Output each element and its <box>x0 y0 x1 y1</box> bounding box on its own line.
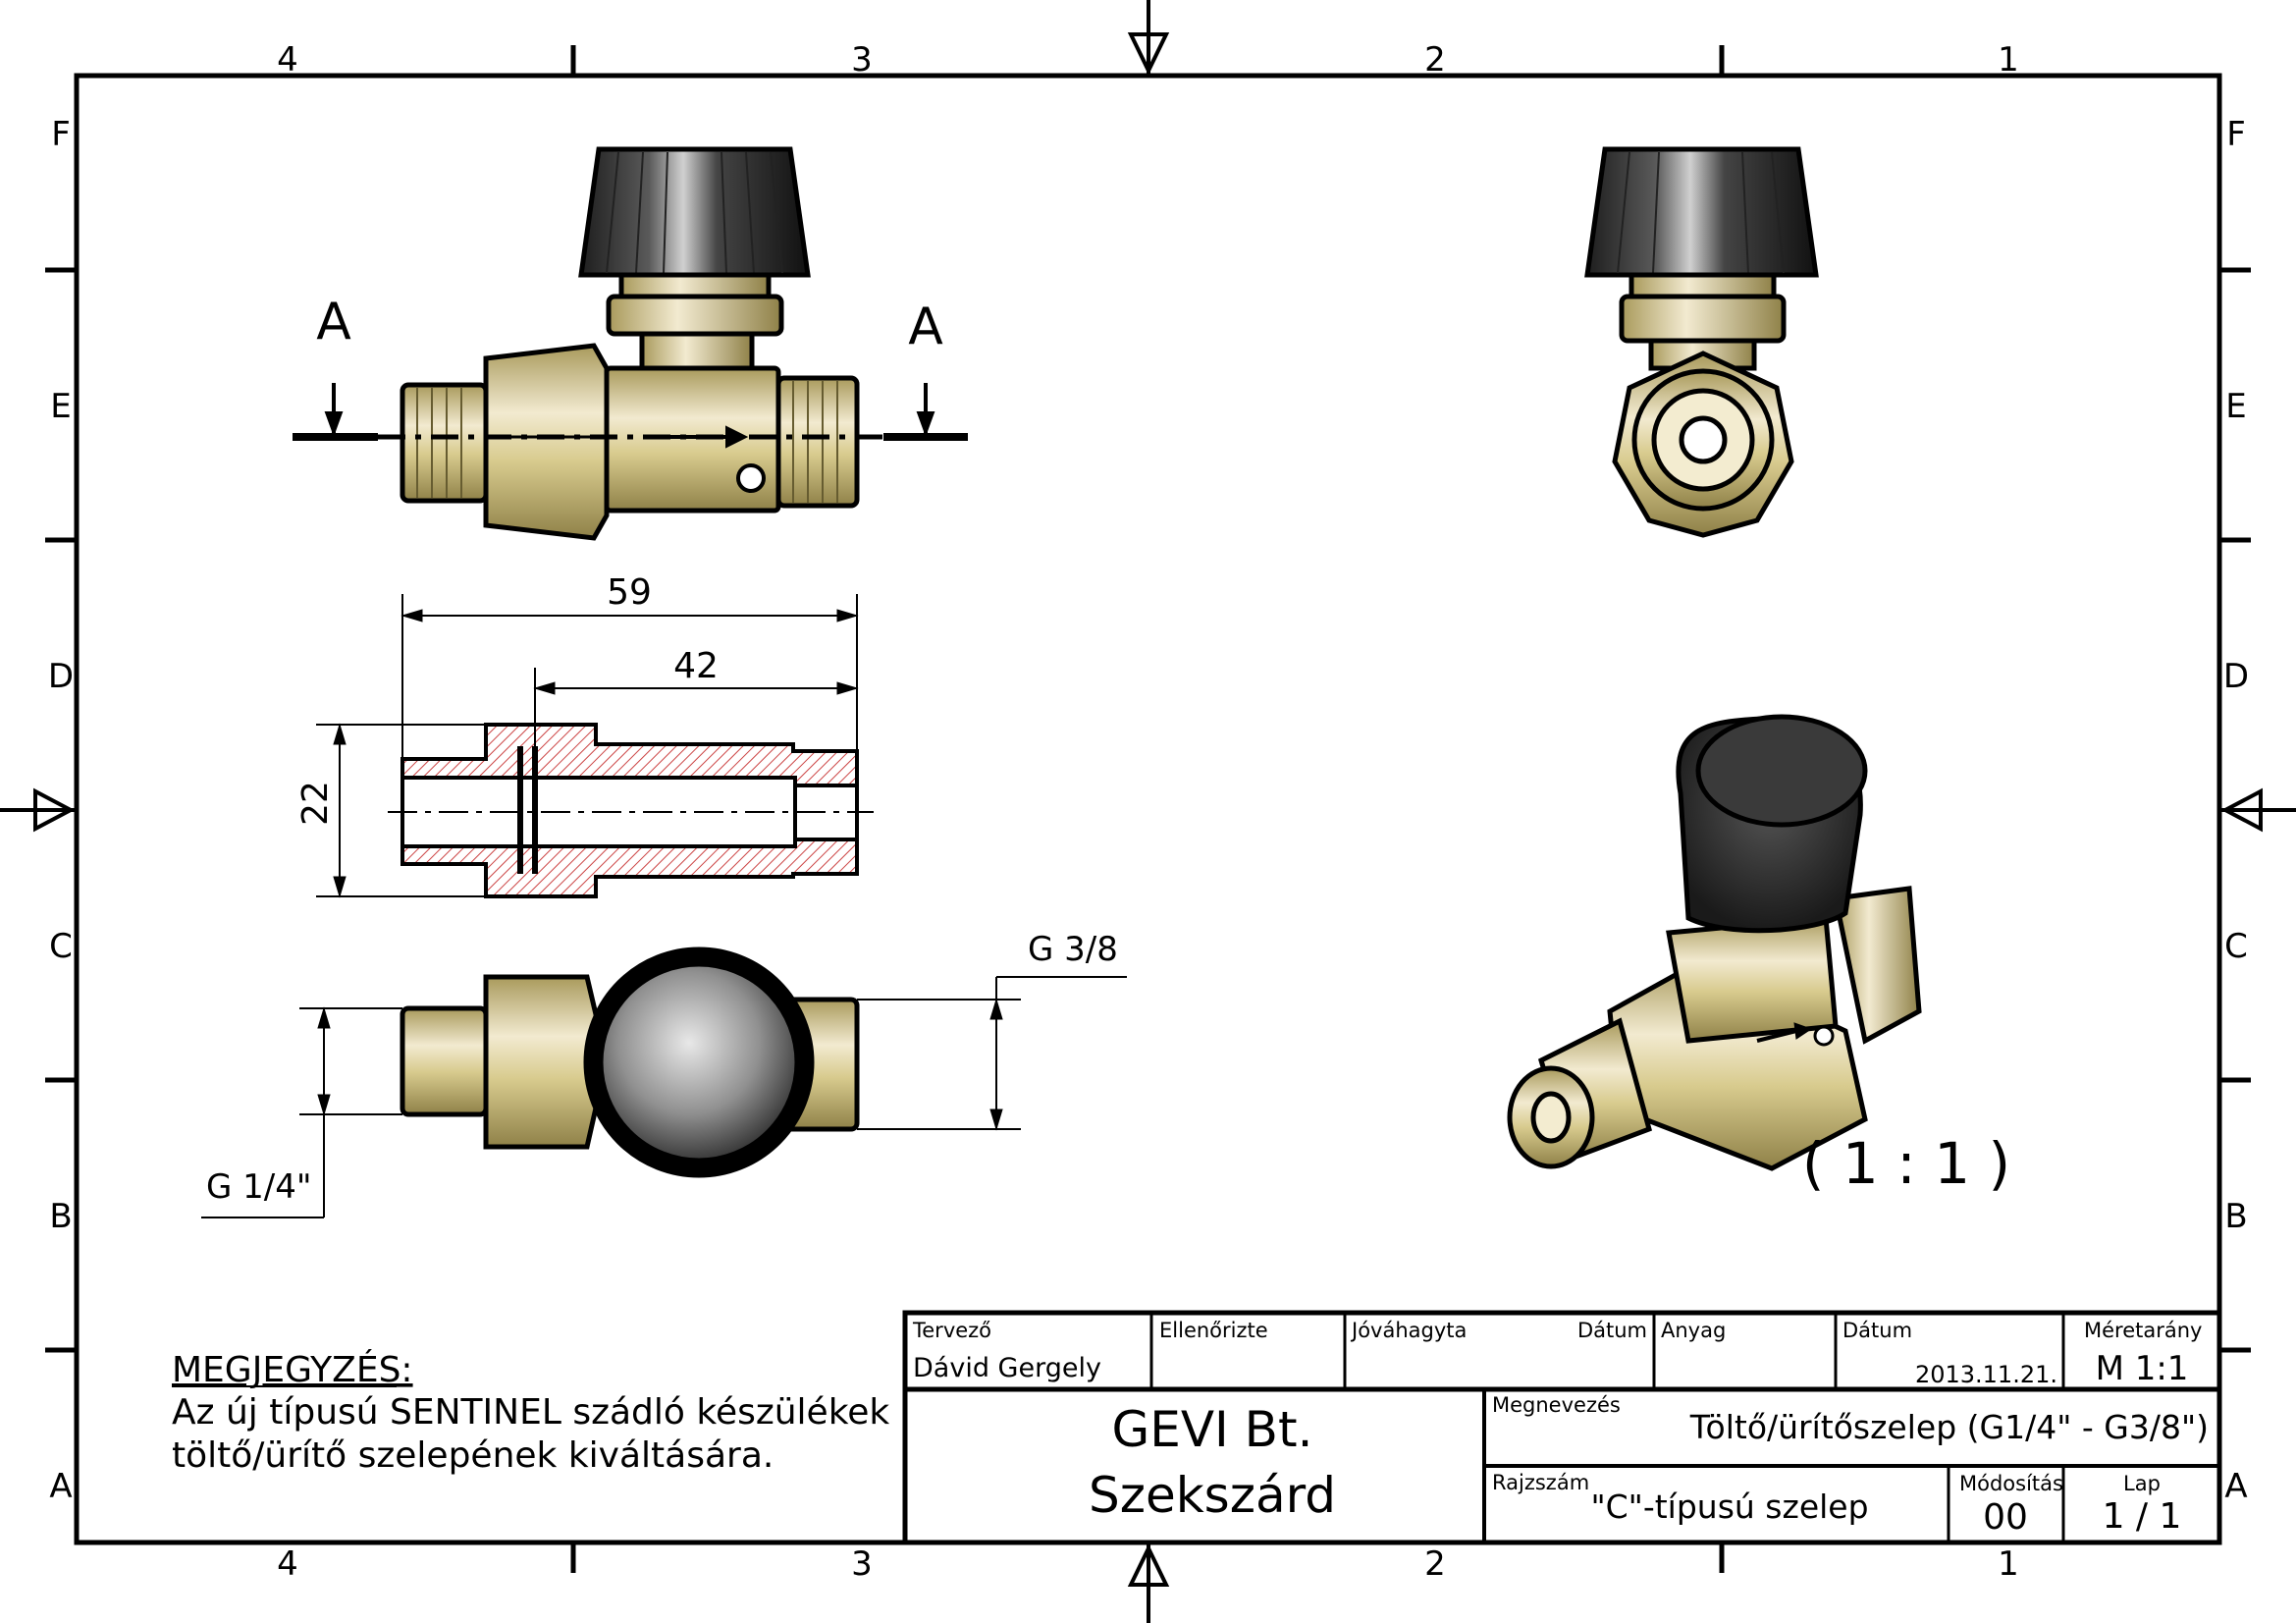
center-marker-left <box>0 787 77 833</box>
row-label-a-right: A <box>2224 1467 2247 1506</box>
dim-height: 22 <box>295 781 336 826</box>
note-line-2: töltő/ürítő szelepének kiváltására. <box>172 1435 774 1476</box>
part-name: Töltő/ürítőszelep (G1/4" - G3/8") <box>1689 1408 2209 1446</box>
company-line-2: Szekszárd <box>1089 1467 1336 1524</box>
col-label-1-top: 1 <box>1998 40 2019 80</box>
dim-overall-length: 59 <box>607 572 652 613</box>
row-label-a-left: A <box>49 1467 72 1506</box>
approved-label: Jóváhagyta <box>1350 1319 1467 1342</box>
note-line-1: Az új típusú SENTINEL szádló készülékek <box>172 1392 889 1433</box>
row-label-f-right: F <box>2226 115 2246 154</box>
row-label-c-left: C <box>49 927 73 966</box>
col-label-4-top: 4 <box>277 40 298 80</box>
company-line-1: GEVI Bt. <box>1112 1401 1313 1458</box>
col-label-1-bottom: 1 <box>1998 1544 2019 1584</box>
date-label-1: Dátum <box>1577 1319 1647 1342</box>
frame-row-labels: F E D C B A F E D C B A <box>48 115 2249 1506</box>
note-title: MEGJEGYZÉS: <box>172 1349 413 1390</box>
row-label-f-left: F <box>51 115 71 154</box>
name-label: Megnevezés <box>1492 1393 1621 1417</box>
scale-label: Méretarány <box>2084 1319 2202 1342</box>
center-marker-right <box>2219 787 2296 833</box>
sheet-value: 1 / 1 <box>2103 1496 2182 1537</box>
isometric-view <box>1507 714 1922 1171</box>
row-label-e-right: E <box>2225 387 2246 426</box>
col-label-2-bottom: 2 <box>1424 1544 1446 1584</box>
sheet-label: Lap <box>2123 1472 2161 1495</box>
frame-column-labels: 4 3 2 1 4 3 2 1 <box>277 40 2019 1584</box>
date-value: 2013.11.21. <box>1915 1361 2057 1388</box>
col-label-3-top: 3 <box>851 40 873 80</box>
row-label-b-left: B <box>49 1197 72 1236</box>
note-block: MEGJEGYZÉS: Az új típusú SENTINEL szádló… <box>172 1349 889 1476</box>
title-block <box>902 1310 2222 1545</box>
row-label-b-right: B <box>2224 1197 2247 1236</box>
row-label-e-left: E <box>50 387 71 426</box>
checked-label: Ellenőrizte <box>1159 1319 1268 1342</box>
drawing-no: "C"-típusú szelep <box>1590 1488 1868 1526</box>
section-view <box>316 594 874 898</box>
scale-note: ( 1 : 1 ) <box>1802 1130 2010 1197</box>
thread-out-label: G 3/8 <box>1028 930 1118 969</box>
date-label-2: Dátum <box>1842 1319 1912 1342</box>
revision-value: 00 <box>1983 1497 2028 1538</box>
col-label-2-top: 2 <box>1424 40 1446 80</box>
thread-in-label: G 1/4" <box>206 1167 312 1207</box>
center-marker-bottom <box>1127 1542 1170 1623</box>
row-label-d-right: D <box>2223 657 2249 696</box>
drawing-no-label: Rajzszám <box>1492 1471 1589 1494</box>
dim-body-length: 42 <box>673 646 719 686</box>
section-label-right: A <box>908 298 943 356</box>
material-label: Anyag <box>1661 1319 1726 1342</box>
side-view <box>1584 146 1819 538</box>
revision-label: Módosítás <box>1959 1472 2063 1495</box>
row-label-d-left: D <box>48 657 74 696</box>
section-label-left: A <box>316 293 351 352</box>
title-block-text: Tervező Dávid Gergely Ellenőrizte Jóváha… <box>912 1319 2209 1538</box>
top-view <box>201 947 1127 1218</box>
designer-label: Tervező <box>912 1319 991 1342</box>
row-label-c-right: C <box>2224 927 2248 966</box>
front-view <box>293 146 968 541</box>
designer-name: Dávid Gergely <box>913 1353 1101 1383</box>
center-marker-top <box>1127 0 1170 76</box>
scale-value: M 1:1 <box>2096 1349 2189 1388</box>
col-label-4-bottom: 4 <box>277 1544 298 1584</box>
col-label-3-bottom: 3 <box>851 1544 873 1584</box>
